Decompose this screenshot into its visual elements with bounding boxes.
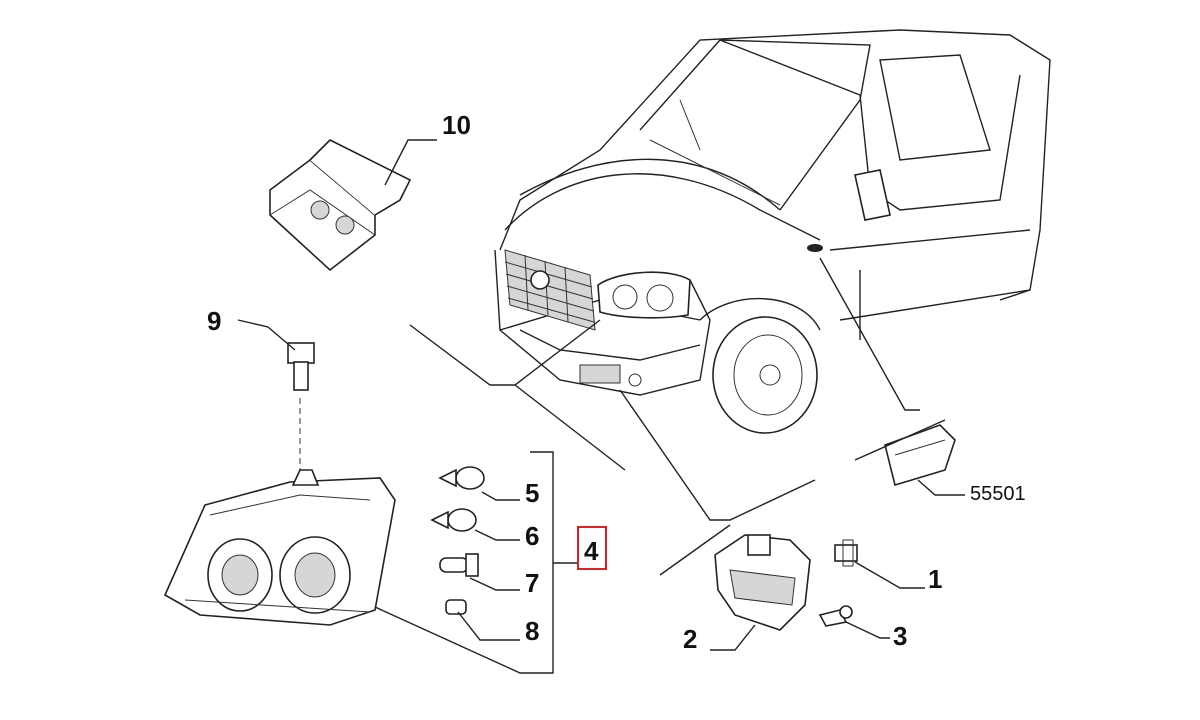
- callout-4: 4: [584, 536, 599, 566]
- vehicle-illustration: [494, 29, 1051, 434]
- callout-7: 7: [525, 568, 539, 598]
- callout-4-highlight-box: [577, 526, 607, 570]
- headlight-assembly: [163, 469, 396, 626]
- side-marker-part: [884, 424, 956, 487]
- callout-6: 6: [525, 521, 539, 551]
- callout-10: 10: [442, 110, 471, 140]
- fog-bulb-part: [834, 539, 858, 567]
- bulb-7: [439, 553, 479, 577]
- leader-lines: [237, 139, 965, 674]
- callout-3: 3: [893, 621, 907, 651]
- bulb-8: [445, 599, 467, 615]
- bulb-kit-box: [269, 139, 412, 272]
- callout-8: 8: [525, 616, 539, 646]
- bolt-part: [287, 342, 315, 470]
- bulb-5: [438, 466, 485, 490]
- callout-1: 1: [928, 564, 942, 594]
- fog-light: [714, 534, 811, 631]
- callout-5: 5: [525, 478, 539, 508]
- bulb-6: [430, 508, 477, 532]
- callout-part-code: 55501: [970, 483, 1026, 505]
- callout-9: 9: [207, 306, 221, 336]
- callout-2: 2: [683, 624, 697, 654]
